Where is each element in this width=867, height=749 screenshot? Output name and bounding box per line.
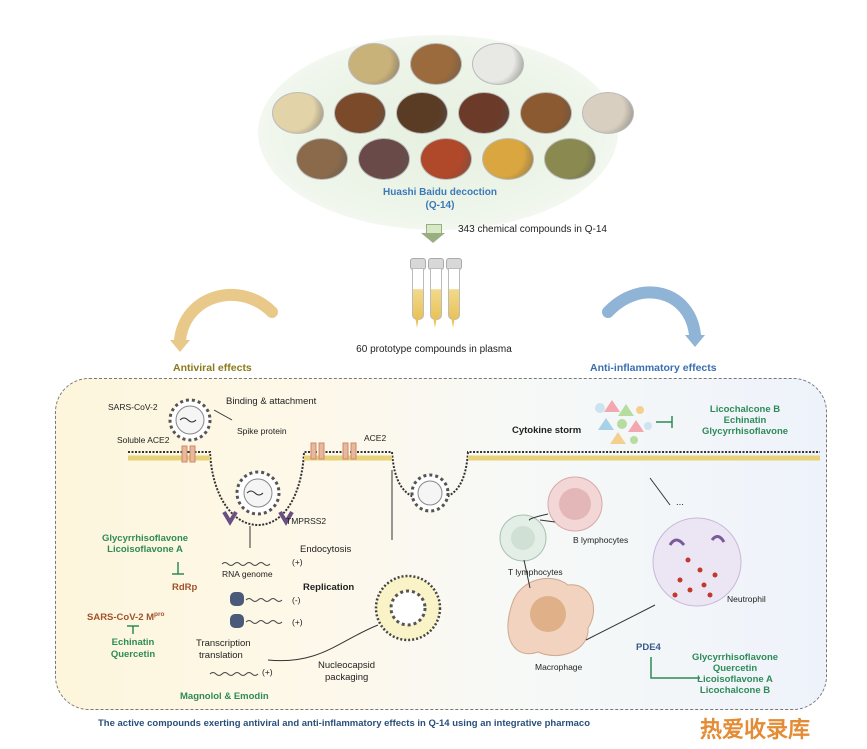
compounds-plasma-label: 60 prototype compounds in plasma	[356, 344, 512, 355]
cell-membrane	[128, 451, 820, 527]
antiinflammatory-title: Anti-inflammatory effects	[590, 362, 717, 374]
herb-image	[348, 43, 400, 85]
rdrp-label: RdRp	[172, 582, 198, 593]
sars-cov-2-label: SARS-CoV-2	[108, 402, 158, 412]
herb-image	[296, 138, 348, 180]
tmprss2-label: TMPRSS2	[286, 516, 327, 526]
virus-endocytosis	[235, 470, 281, 516]
pde4-label: PDE4	[636, 642, 661, 653]
decoction-name: Huashi Baidu decoction	[383, 187, 497, 198]
right-curved-arrow	[602, 286, 701, 341]
ace2-receptor-1	[310, 442, 317, 460]
herb-image	[458, 92, 510, 134]
neutrophil-label: Neutrophil	[727, 594, 766, 604]
herb-image	[396, 92, 448, 134]
compounds-total-label: 343 chemical compounds in Q-14	[458, 224, 607, 235]
ace2-label: ACE2	[364, 433, 387, 443]
cytokine-particles	[595, 400, 652, 444]
t-lymphocyte	[499, 514, 547, 562]
tmprss2-right	[278, 510, 294, 526]
left-curved-arrow	[174, 288, 278, 346]
mpro-label: SARS-CoV-2 Mpro	[87, 611, 165, 623]
packaging-vesicle	[374, 574, 442, 642]
cytokine-inhibitor-1: Licochalcone B	[709, 404, 781, 415]
b-lymphocytes-label: B lymphocytes	[573, 535, 629, 545]
pde4-inhibitor-2: Quercetin	[712, 663, 758, 674]
cytokine-inhibitor-2: Echinatin	[723, 415, 767, 426]
soluble-ace2-label: Soluble ACE2	[117, 435, 170, 445]
herb-image	[482, 138, 534, 180]
herb-image	[410, 43, 462, 85]
b-lymphocyte	[547, 476, 603, 532]
pde4-inhibitor-1: Glycyrrhisoflavone	[691, 652, 779, 663]
cytokine-storm-label: Cytokine storm	[512, 425, 582, 436]
mpro-inhibitor-2: Quercetin	[110, 649, 156, 660]
binding-attachment-label: Binding & attachment	[226, 396, 317, 407]
translation-label: translation	[199, 650, 243, 661]
watermark: 热爱收录库	[700, 717, 811, 742]
herb-image	[420, 138, 472, 180]
ellipsis-label: ...	[676, 497, 684, 508]
herb-image	[272, 92, 324, 134]
neutrophil	[652, 517, 742, 607]
tmprss2-left	[222, 510, 238, 526]
virus-sars-cov-2	[168, 398, 212, 442]
test-tube-icon	[428, 258, 444, 330]
test-tube-icon	[446, 258, 462, 330]
t-lymphocytes-label: T lymphocytes	[508, 567, 563, 577]
decoction-code: (Q-14)	[425, 200, 455, 211]
herb-image	[334, 92, 386, 134]
polymerase-2	[230, 614, 244, 628]
rna-plus-label-3: (+)	[262, 667, 273, 677]
virus-exocytosis	[410, 473, 450, 513]
herb-image	[520, 92, 572, 134]
transcription-label: Transcription	[196, 638, 251, 649]
pde4-inhibitor-3: Licoisoflavone A	[697, 674, 773, 685]
nucleocapsid-label: Nucleocapsid	[318, 660, 376, 671]
figure-caption: The active compounds exerting antiviral …	[98, 718, 591, 729]
test-tube-icon	[410, 258, 426, 330]
binding-inhibitors: Magnolol & Emodin	[180, 691, 269, 702]
rna-plus-label-1: (+)	[292, 557, 303, 567]
replication-label: Replication	[303, 582, 355, 593]
antiviral-title: Antiviral effects	[173, 362, 252, 374]
pde4-inhibitor-4: Licochalcone B	[699, 685, 771, 696]
soluble-ace2-receptor	[181, 445, 188, 463]
macrophage-label: Macrophage	[535, 662, 583, 672]
rna-plus-label-2: (+)	[292, 617, 303, 627]
herb-image	[582, 92, 634, 134]
ace2-receptor-2	[342, 442, 349, 460]
spike-protein-label: Spike protein	[237, 426, 287, 436]
herb-image	[358, 138, 410, 180]
macrophage	[507, 577, 594, 657]
rna-minus-label: (-)	[292, 595, 301, 605]
packaging-label: packaging	[325, 672, 369, 683]
mpro-label-sup: pro	[154, 611, 165, 618]
mpro-inhibitor-1: Echinatin	[111, 637, 155, 648]
polymerase-1	[230, 592, 244, 606]
mpro-label-main: SARS-CoV-2 M	[87, 612, 155, 624]
herb-image	[472, 43, 524, 85]
cytokine-inhibitor-3: Glycyrrhisoflavone	[701, 426, 789, 437]
rdrp-inhibitor-2: Licoisoflavone A	[107, 544, 183, 555]
endocytosis-label: Endocytosis	[300, 544, 352, 555]
herb-image	[544, 138, 596, 180]
rna-genome-label: RNA genome	[222, 569, 273, 579]
rdrp-inhibitor-1: Glycyrrhisoflavone	[101, 533, 189, 544]
